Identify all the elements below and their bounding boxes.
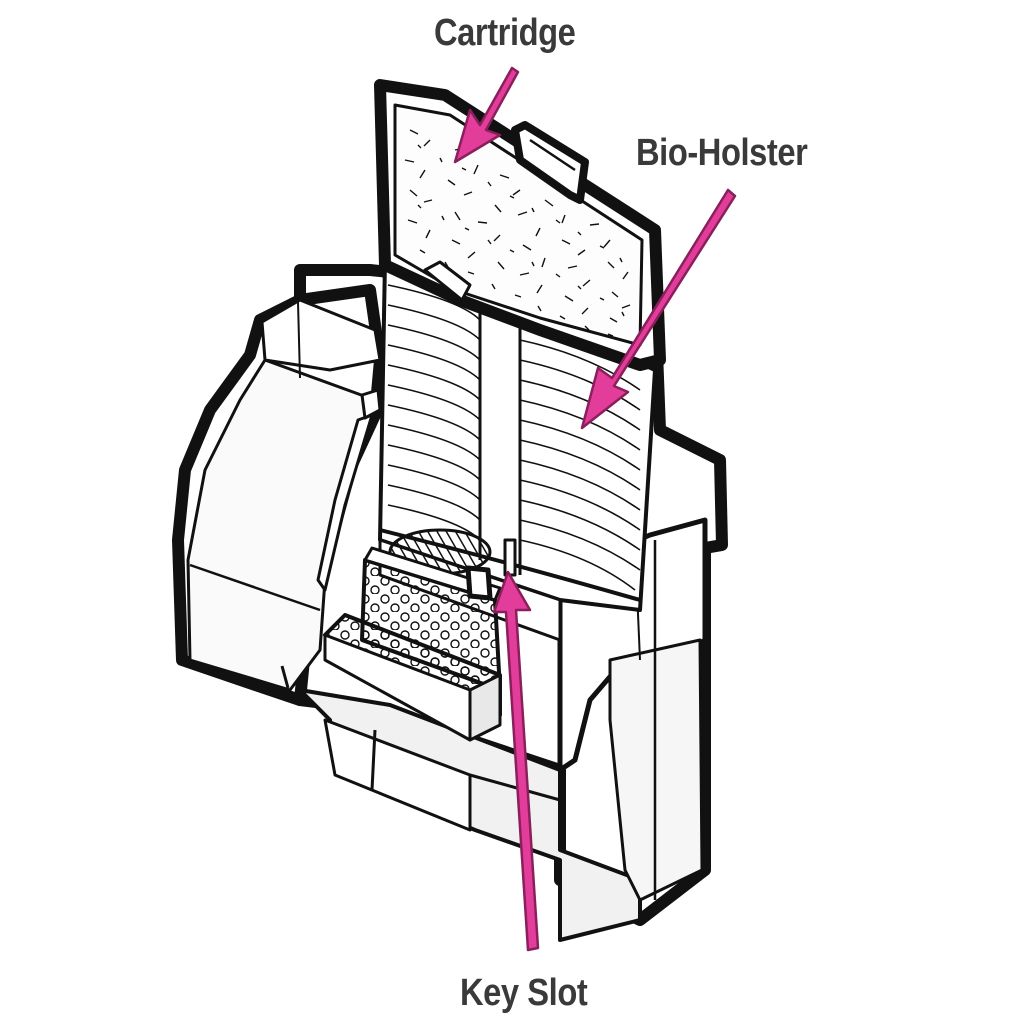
label-cartridge: Cartridge (434, 12, 576, 54)
arrow-cartridge (453, 66, 520, 164)
label-key-slot: Key Slot (460, 972, 588, 1014)
filter-base (298, 688, 642, 942)
label-bio-holster: Bio-Holster (636, 132, 808, 174)
cartridge-texture (404, 129, 631, 337)
arrow-bio-holster (580, 188, 737, 430)
arrow-key-slot (492, 570, 540, 952)
holster-ribs (387, 284, 641, 591)
right-wing (557, 517, 708, 902)
cartridge (374, 79, 666, 371)
inner-chamber (316, 388, 562, 742)
